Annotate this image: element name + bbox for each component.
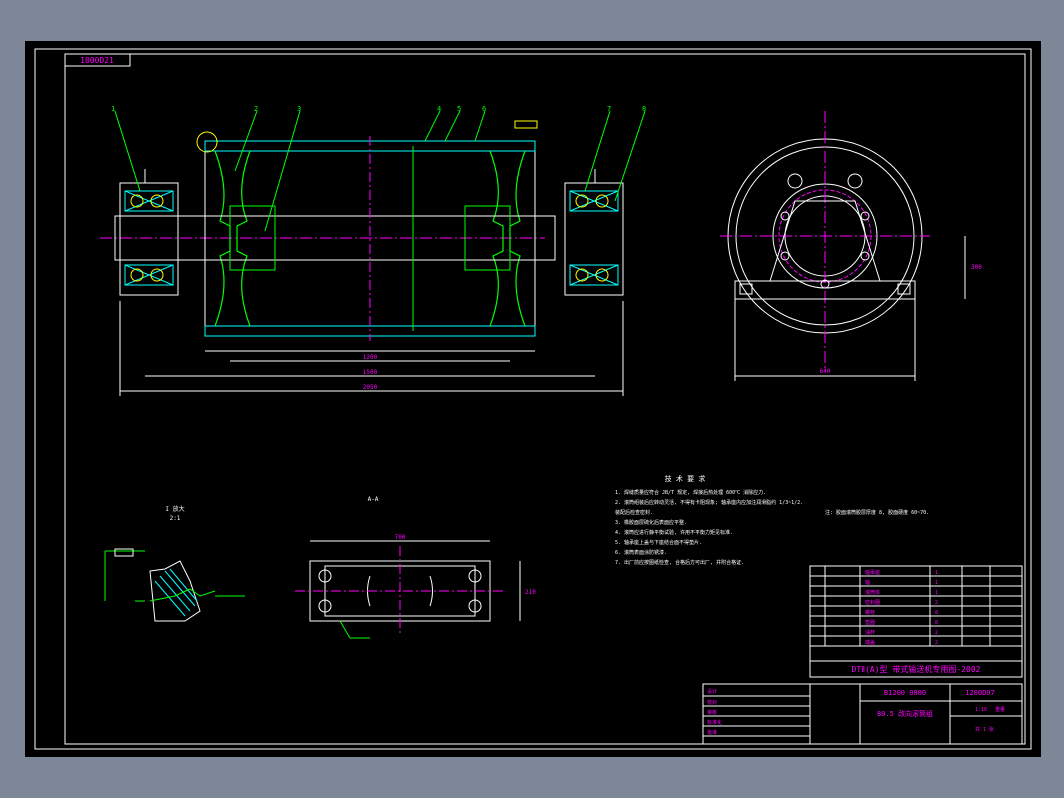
balloon-6: 6 [482,105,486,113]
balloon-4: 4 [437,105,441,113]
dim-inner: 1200 [363,354,378,361]
detail-callout-circle [196,131,218,153]
detail-label: I 放大 [165,505,184,513]
dim-bearing-height: 210 [525,589,536,596]
leader-7 [584,110,611,192]
drawing-number-box [64,53,131,67]
dim-bearing-width: 700 [395,534,406,541]
note-2b: 装配后检查密封. [615,509,653,516]
balloon-8: 8 [642,105,646,113]
leader-3 [264,110,301,232]
detail-view: I 放大 2:1 [104,505,245,622]
technical-notes: 技 术 要 求 1. 焊缝质量应符合 JB/T 规定, 焊接后热处理 600℃ … [615,474,929,566]
leader-4 [424,110,441,142]
qty-7: 2 [935,630,938,636]
scale-label: 1:10 [975,707,987,713]
leader-1 [114,110,141,192]
detail-scale: 2:1 [170,515,181,522]
part-row-7: 油杯 [865,629,875,636]
balloon-7: 7 [607,105,611,113]
qty-6: 8 [935,620,938,626]
part-row-1: 轴承座 [865,569,880,576]
qty-3: 1 [935,590,938,596]
footer-review: 审核 [707,709,717,716]
part-name: 80.5 改向滚筒组 [877,709,933,718]
spec-code: B1200 0800 [884,689,926,697]
right-shaft-collar [464,205,511,271]
inner-frame [64,53,1026,745]
pulley-section-view: 1 2 3 4 5 6 7 8 1200 1500 2050 [100,105,646,396]
note-2: 2. 滚筒组装后应转动灵活, 不得有卡阻现象; 轴承座内应加注润滑脂约 1/3~… [615,499,803,506]
part-row-4: 密封圈 [865,599,880,606]
right-hub-plate-inner [489,150,504,327]
part-row-6: 垫圈 [865,619,875,626]
bearing-housing-view: A-A 700 210 [295,496,536,639]
surface-mark [514,120,538,129]
dim-base: 640 [820,368,831,375]
footer-design: 设计 [707,688,717,695]
leader-2 [234,110,258,172]
note-3: 3. 橡胶面层硫化后表面应平整. [615,519,687,526]
note-1: 1. 焊缝质量应符合 JB/T 规定, 焊接后热处理 600℃ 消除应力. [615,489,766,496]
note-4: 4. 滚筒应进行静平衡试验, 许用不平衡力矩见标准. [615,529,733,536]
footer-check: 校对 [707,699,717,706]
side-note: 注: 胶面滚筒胶层厚度 8, 胶面硬度 60~70. [825,509,929,516]
cad-drawing: 1000D21 [34,48,1032,750]
notes-title: 技 术 要 求 [665,474,706,483]
pulley-dimensions [119,301,624,396]
shaft [114,215,556,261]
footer-approve: 批准 [707,729,717,736]
leader-6 [474,110,486,142]
balloon-5: 5 [457,105,461,113]
title-main: DTⅡ(A)型 带式输送机专用图-2002 [852,664,981,674]
left-shaft-collar [229,205,276,271]
left-hub-plate-inner [236,150,251,327]
part-row-5: 螺栓 [865,609,875,616]
qty-8: 2 [935,640,938,646]
qty-1: 1 [935,570,938,576]
part-row-3: 滚筒体 [865,589,880,596]
part-row-8: 端盖 [865,639,875,646]
sheet-label: 共 1 张 [975,726,994,733]
balloon-2: 2 [254,105,258,113]
leader-5 [444,110,461,142]
left-bearing-housing [119,169,179,296]
drawing-canvas: 1000D21 [25,41,1041,757]
leader-8 [614,110,646,202]
title-block: 轴承座 轴 滚筒体 密封圈 螺栓 垫圈 油杯 端盖 1 1 1 2 8 8 2 … [702,565,1023,745]
note-7: 7. 出厂前应按图纸检查, 合格后方可出厂, 并附合格证. [615,559,744,566]
pulley-end-view: 640 300 [720,111,982,381]
part-row-2: 轴 [865,579,870,586]
balloon-3: 3 [297,105,301,113]
note-5: 5. 轴承座上盖与下座结合面不得垫片. [615,539,702,546]
qty-4: 2 [935,600,938,606]
sheet-code: 1200D07 [965,689,995,697]
qty-2: 1 [935,580,938,586]
footer-standard: 标准化 [707,719,722,726]
section-label: A-A [368,496,379,503]
dim-overall: 2050 [363,384,378,391]
dim-span: 1500 [363,369,378,376]
balloon-1: 1 [111,105,115,113]
outer-frame [34,48,1032,750]
right-bearing-housing [564,169,624,296]
drawing-number-text: 1000D21 [80,56,114,65]
qty-5: 8 [935,610,938,616]
weight-label: 重量 [995,706,1005,713]
dim-height: 300 [971,264,982,271]
note-6: 6. 滚筒表面涂防锈漆. [615,549,667,556]
